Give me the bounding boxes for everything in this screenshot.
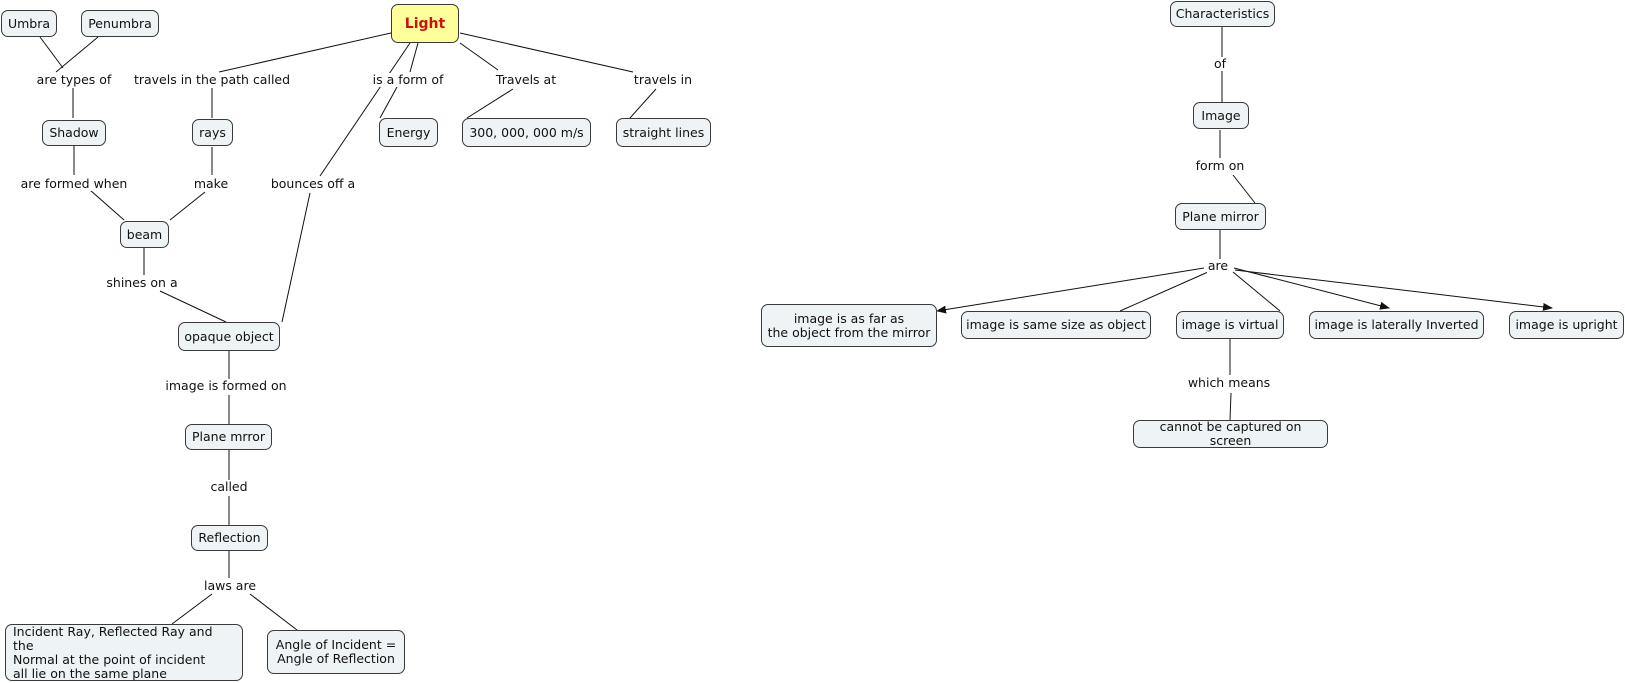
line-are-upright [1234,269,1553,311]
label-which-means: which means [1186,375,1272,390]
node-image[interactable]: Image [1193,102,1249,129]
line-light-path [218,32,392,73]
node-umbra[interactable]: Umbra [1,10,57,37]
node-image-laterally-inverted[interactable]: image is laterally Inverted [1309,311,1484,339]
node-image-virtual[interactable]: image is virtual [1176,311,1284,339]
line-laws-angle [249,593,298,631]
line-make-beam [169,191,206,221]
label-called: called [209,479,249,494]
node-light[interactable]: Light [391,4,459,43]
line-light-travelsat [459,42,499,71]
label-of: of [1212,56,1228,71]
node-opaque-object[interactable]: opaque object [178,322,280,351]
label-are: are [1206,258,1230,273]
line-penumbra-types [55,36,99,73]
node-image-same-size[interactable]: image is same size as object [961,311,1151,339]
label-image-formed-on: image is formed on [164,378,288,393]
node-image-upright[interactable]: image is upright [1509,311,1624,339]
node-shadow[interactable]: Shadow [42,120,106,146]
label-travels-in-path: travels in the path called [132,72,292,87]
label-make: make [192,176,230,191]
line-are-far [936,267,1205,314]
node-energy[interactable]: Energy [379,118,438,147]
label-laws-are: laws are [202,578,258,593]
line-bounces-opaque [281,192,311,323]
line-light-travelsin [459,32,634,73]
line-formon-planemirror [1232,174,1256,204]
line-travelsin-straight [629,88,657,119]
node-plane-mrror-left[interactable]: Plane mrror [185,424,272,450]
label-is-a-form-of: is a form of [371,72,445,87]
line-umbra-types [39,36,64,69]
line-are-virtual [1232,271,1281,312]
label-shines-on: shines on a [105,275,179,290]
line-means-cannot [1229,392,1232,421]
line-are-samesize [1119,271,1209,312]
node-plane-mirror-right[interactable]: Plane mirror [1175,203,1266,230]
node-cannot-capture[interactable]: cannot be captured on screen [1133,420,1328,448]
node-law-plane[interactable]: Incident Ray, Reflected Ray and the Norm… [5,624,243,681]
node-reflection[interactable]: Reflection [191,525,268,551]
label-form-on: form on [1194,158,1246,173]
line-light-bounces [319,42,411,177]
label-are-formed-when: are formed when [19,176,129,191]
node-straight-lines[interactable]: straight lines [616,118,711,147]
node-characteristics[interactable]: Characteristics [1170,1,1275,27]
line-laws-plane [171,593,213,625]
node-rays[interactable]: rays [192,119,233,146]
node-penumbra[interactable]: Penumbra [81,10,159,37]
node-beam[interactable]: beam [120,221,169,248]
line-light-form [409,42,419,73]
node-law-angle[interactable]: Angle of Incident = Angle of Reflection [267,630,405,674]
line-formed-beam [89,189,125,221]
line-travelsat-speed [466,88,514,119]
line-are-lateral [1233,267,1390,310]
label-are-types-of: are types of [35,72,113,87]
line-form-energy [379,86,398,119]
node-image-far[interactable]: image is as far as the object from the m… [761,304,937,347]
label-travels-at: Travels at [494,72,558,87]
label-travels-in: travels in [632,72,694,87]
line-shines-opaque [159,290,227,323]
node-speed[interactable]: 300, 000, 000 m/s [462,118,591,147]
label-bounces-off: bounces off a [269,176,357,191]
